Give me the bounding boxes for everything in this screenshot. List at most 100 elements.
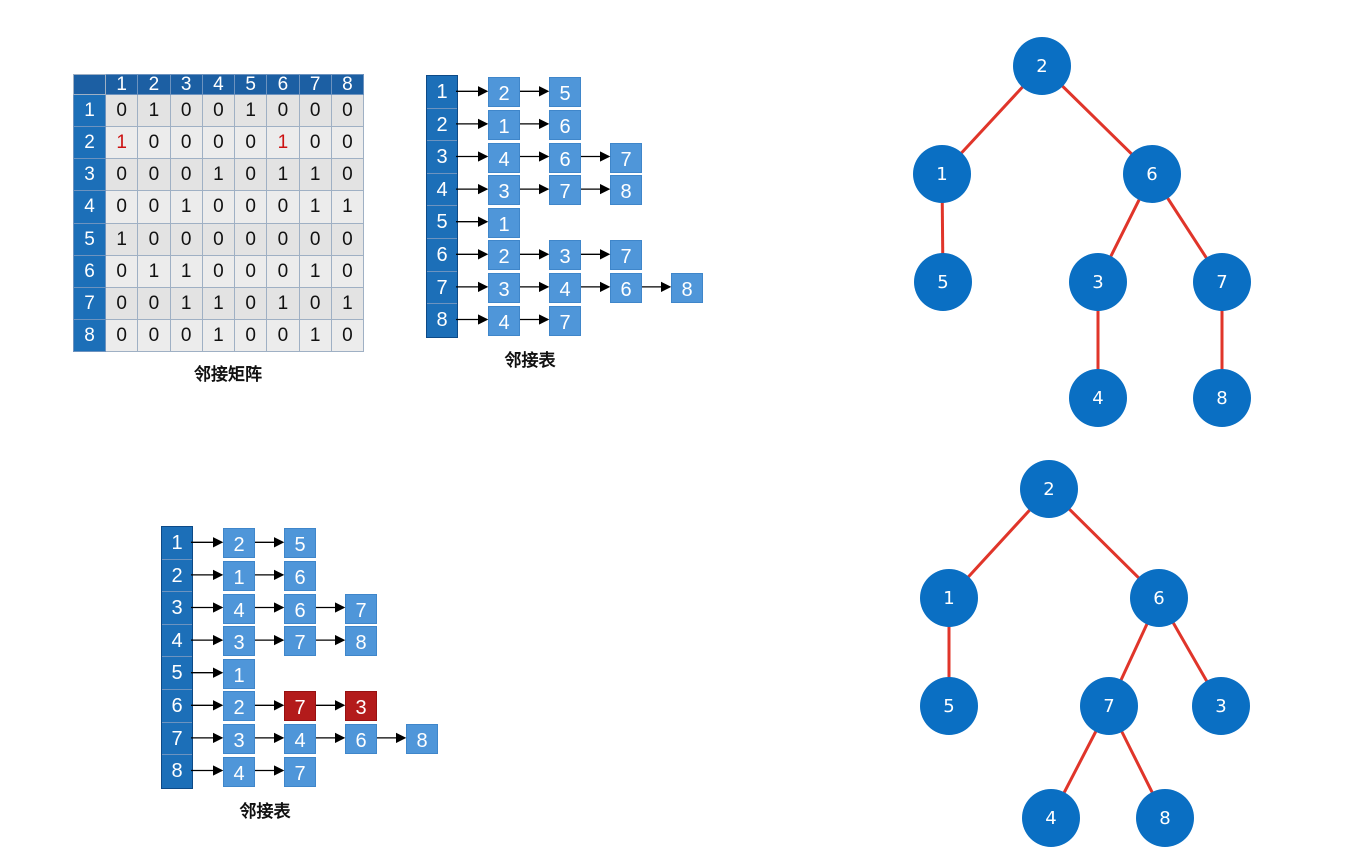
list-index-cell: 5: [162, 657, 192, 690]
list-node: 3: [549, 240, 581, 271]
list-node: 2: [488, 240, 520, 271]
matrix-cell: 0: [201, 190, 236, 224]
list-node: 4: [284, 723, 316, 754]
matrix-row-header: 2: [73, 126, 106, 160]
list-node: 6: [549, 109, 581, 140]
list-node: 7: [549, 175, 581, 206]
list-index-cell: 6: [427, 239, 457, 272]
list-node: 8: [345, 626, 377, 657]
matrix-cell: 0: [169, 222, 203, 256]
matrix-cell: 1: [266, 286, 300, 320]
list-index-cell: 6: [162, 690, 192, 723]
list-index-cell: 2: [162, 560, 192, 593]
matrix-cell: 1: [104, 222, 139, 256]
matrix-cell: 0: [330, 126, 365, 160]
tree-node-label: 1: [943, 588, 954, 609]
tree-node: [1020, 460, 1078, 518]
list-node: 3: [345, 691, 377, 722]
list-node: 5: [284, 528, 316, 559]
matrix-cell: 0: [330, 222, 365, 256]
list-index-cell: 3: [427, 141, 457, 174]
matrix-cell: 0: [266, 222, 300, 256]
list-node: 7: [284, 756, 316, 787]
matrix-cell: 1: [201, 318, 236, 353]
matrix-cell: 1: [330, 190, 365, 224]
list-node: 7: [284, 691, 316, 722]
list-node: 8: [406, 723, 438, 754]
matrix-cell: 1: [298, 190, 332, 224]
matrix-col-header: 5: [233, 74, 268, 95]
matrix-cell: 1: [137, 93, 171, 128]
tree-node-label: 3: [1092, 272, 1103, 293]
matrix-cell: 1: [298, 254, 332, 288]
matrix-cell: 0: [104, 286, 139, 320]
matrix-row-header: 8: [73, 318, 106, 353]
list-node: 7: [610, 240, 642, 271]
matrix-cell: 0: [266, 318, 300, 353]
matrix-cell: 0: [266, 190, 300, 224]
list-node: 3: [488, 272, 520, 303]
tree-node: [1069, 369, 1127, 427]
matrix-col-header: 3: [169, 74, 203, 95]
tree-node: [1013, 37, 1071, 95]
matrix-row-header: 7: [73, 286, 106, 320]
matrix-cell: 0: [137, 222, 171, 256]
matrix-cell: 0: [169, 126, 203, 160]
tree-node: [913, 145, 971, 203]
tree-node-label: 8: [1159, 808, 1170, 829]
list-node: 1: [223, 658, 255, 689]
matrix-cell: 0: [233, 254, 268, 288]
list-bottom-caption: 邻接表: [239, 802, 291, 822]
matrix-cell: 0: [266, 93, 300, 128]
list-node: 2: [223, 528, 255, 559]
tree-node-label: 4: [1092, 388, 1103, 409]
tree-node-label: 1: [936, 164, 947, 185]
tree-node-label: 5: [943, 696, 954, 717]
list-node: 2: [223, 691, 255, 722]
matrix-cell: 1: [104, 126, 139, 160]
matrix-cell: 0: [137, 158, 171, 192]
matrix-corner: [73, 74, 106, 95]
matrix-cell: 1: [330, 286, 365, 320]
matrix-row-header: 4: [73, 190, 106, 224]
matrix-cell: 0: [104, 158, 139, 192]
matrix-cell: 1: [169, 254, 203, 288]
list-node: 4: [549, 272, 581, 303]
list-node: 7: [549, 305, 581, 336]
tree-node-label: 6: [1146, 164, 1157, 185]
list-node: 8: [610, 175, 642, 206]
matrix-cell: 0: [169, 158, 203, 192]
tree-node: [920, 569, 978, 627]
list-node: 3: [488, 175, 520, 206]
matrix-cell: 0: [330, 93, 365, 128]
list-node: 3: [223, 626, 255, 657]
list-node: 6: [284, 593, 316, 624]
matrix-cell: 1: [169, 286, 203, 320]
list-node: 1: [488, 109, 520, 140]
list-node: 6: [610, 272, 642, 303]
list-index-cell: 2: [427, 109, 457, 142]
matrix-col-header: 8: [330, 74, 365, 95]
tree-node: [1192, 677, 1250, 735]
list-node: 2: [488, 77, 520, 108]
matrix-cell: 0: [169, 318, 203, 353]
matrix-cell: 1: [298, 158, 332, 192]
tree-node-label: 6: [1153, 588, 1164, 609]
matrix-cell: 0: [233, 222, 268, 256]
matrix-cell: 0: [298, 286, 332, 320]
matrix-cell: 0: [330, 254, 365, 288]
matrix-cell: 0: [104, 318, 139, 353]
list-node: 7: [345, 593, 377, 624]
matrix-cell: 0: [104, 190, 139, 224]
